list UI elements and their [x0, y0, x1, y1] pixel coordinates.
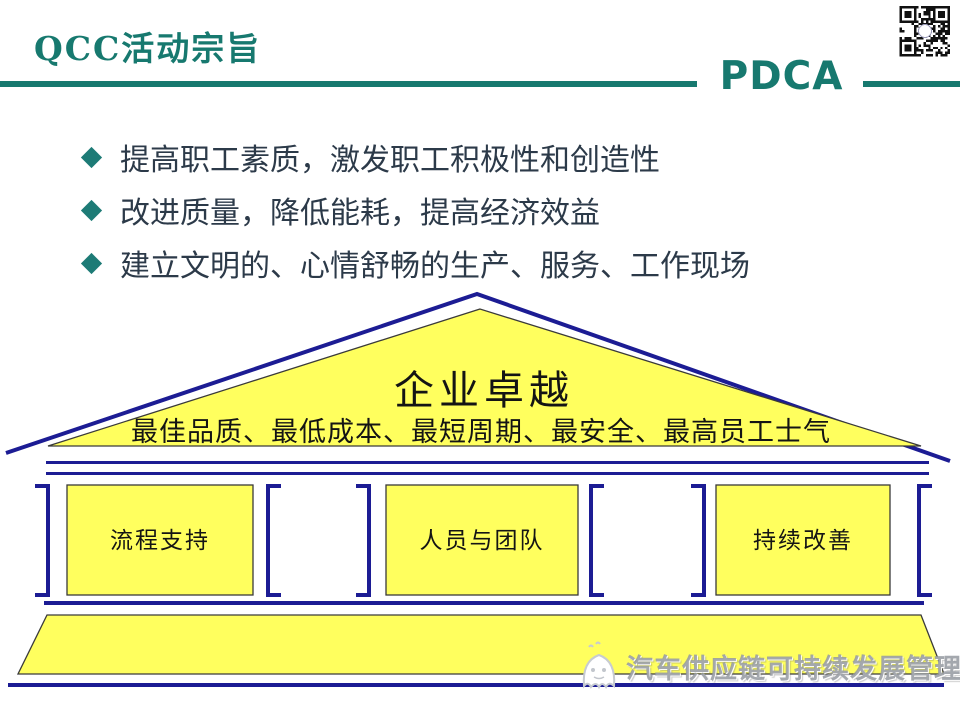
bullet-text: 提高职工素质，激发职工积极性和创造性 — [120, 143, 660, 178]
diamond-bullet-icon — [80, 199, 103, 221]
pillar-label: 人员与团队 — [420, 528, 545, 554]
roof-outline — [5, 291, 951, 463]
bracket-icon — [266, 484, 281, 597]
bracket-icon — [35, 484, 50, 597]
bullet-list: 提高职工素质，激发职工积极性和创造性 改进质量，降低能耗，提高经济效益 建立文明… — [80, 141, 750, 300]
roof-title: 企业卓越 — [394, 368, 574, 414]
pillar-label: 流程支持 — [110, 528, 210, 554]
watermark-text: 汽车供应链可持续发展管理 — [626, 653, 960, 685]
qr-code-icon — [898, 5, 952, 58]
title-divider-right — [863, 81, 960, 87]
pillar-process — [66, 484, 254, 596]
pdca-label: PDCA — [719, 54, 844, 99]
title-divider-left — [0, 81, 697, 87]
bracket-icon — [589, 484, 604, 597]
bracket-icon — [917, 484, 932, 597]
pillar-improvement — [715, 484, 891, 596]
roof — [47, 308, 922, 447]
pillar-people — [385, 484, 579, 596]
bullet-item: 建立文明的、心情舒畅的生产、服务、工作现场 — [80, 247, 750, 284]
diamond-bullet-icon — [80, 252, 103, 274]
page-title: QCC活动宗旨 — [34, 29, 262, 68]
ghost-icon — [582, 641, 616, 690]
bullet-text: 改进质量，降低能耗，提高经济效益 — [120, 196, 600, 231]
bracket-icon — [691, 484, 706, 597]
bullet-item: 改进质量，降低能耗，提高经济效益 — [80, 194, 750, 231]
base-slab — [16, 614, 945, 675]
bracket-icon — [356, 484, 371, 597]
house-diagram: 企业卓越 最佳品质、最低成本、最短周期、最安全、最高员工士气 流程支持 人员与团… — [5, 291, 951, 687]
floor-line — [44, 601, 924, 605]
bullet-text: 建立文明的、心情舒畅的生产、服务、工作现场 — [120, 249, 750, 284]
diamond-bullet-icon — [80, 146, 103, 168]
watermark: 汽车供应链可持续发展管理 — [576, 641, 960, 691]
ground-line — [8, 683, 944, 687]
bullet-item: 提高职工素质，激发职工积极性和创造性 — [80, 141, 750, 178]
beam-line-top — [46, 461, 929, 464]
beam-line-bottom — [46, 472, 929, 475]
roof-subtitle: 最佳品质、最低成本、最短周期、最安全、最高员工士气 — [131, 417, 831, 448]
pillar-label: 持续改善 — [753, 528, 853, 554]
